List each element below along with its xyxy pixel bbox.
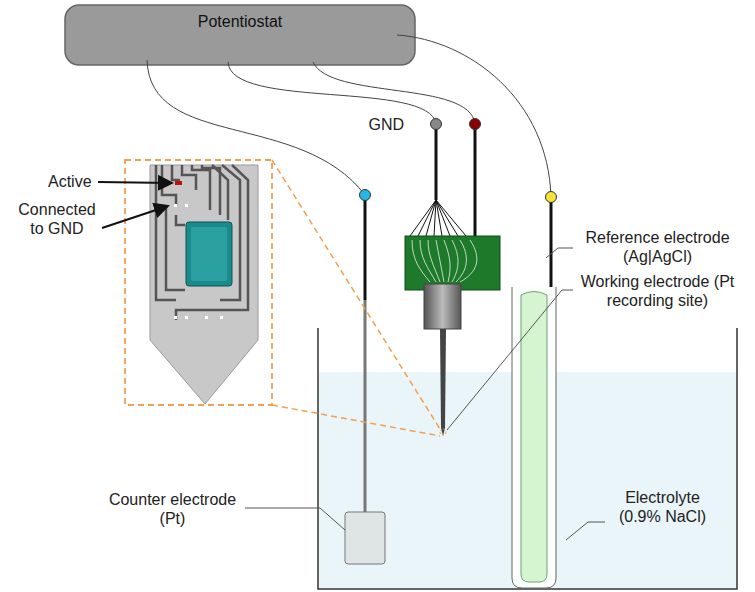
counter-plate xyxy=(345,512,385,564)
potentiostat-body xyxy=(65,5,415,65)
probe-needle xyxy=(440,329,446,436)
inset-frame xyxy=(125,160,272,405)
part-label: Active xyxy=(48,172,98,191)
probe-base xyxy=(424,284,461,329)
reference-tube xyxy=(512,287,556,588)
part-label: Reference electrode (Ag|AgCl) xyxy=(575,228,740,266)
device-box: Potentiostat xyxy=(65,5,415,65)
pcb xyxy=(405,236,500,290)
part-label: Connected to GND xyxy=(12,200,102,238)
part-label: Working electrode (Pt recording site) xyxy=(575,272,740,310)
part-label: Electrolyte (0.9% NaCl) xyxy=(605,488,720,526)
part-label: Counter electrode (Pt) xyxy=(100,490,245,528)
probe-inset xyxy=(150,165,258,404)
device-name: Potentiostat xyxy=(65,13,415,31)
part-label: GND xyxy=(364,115,404,134)
